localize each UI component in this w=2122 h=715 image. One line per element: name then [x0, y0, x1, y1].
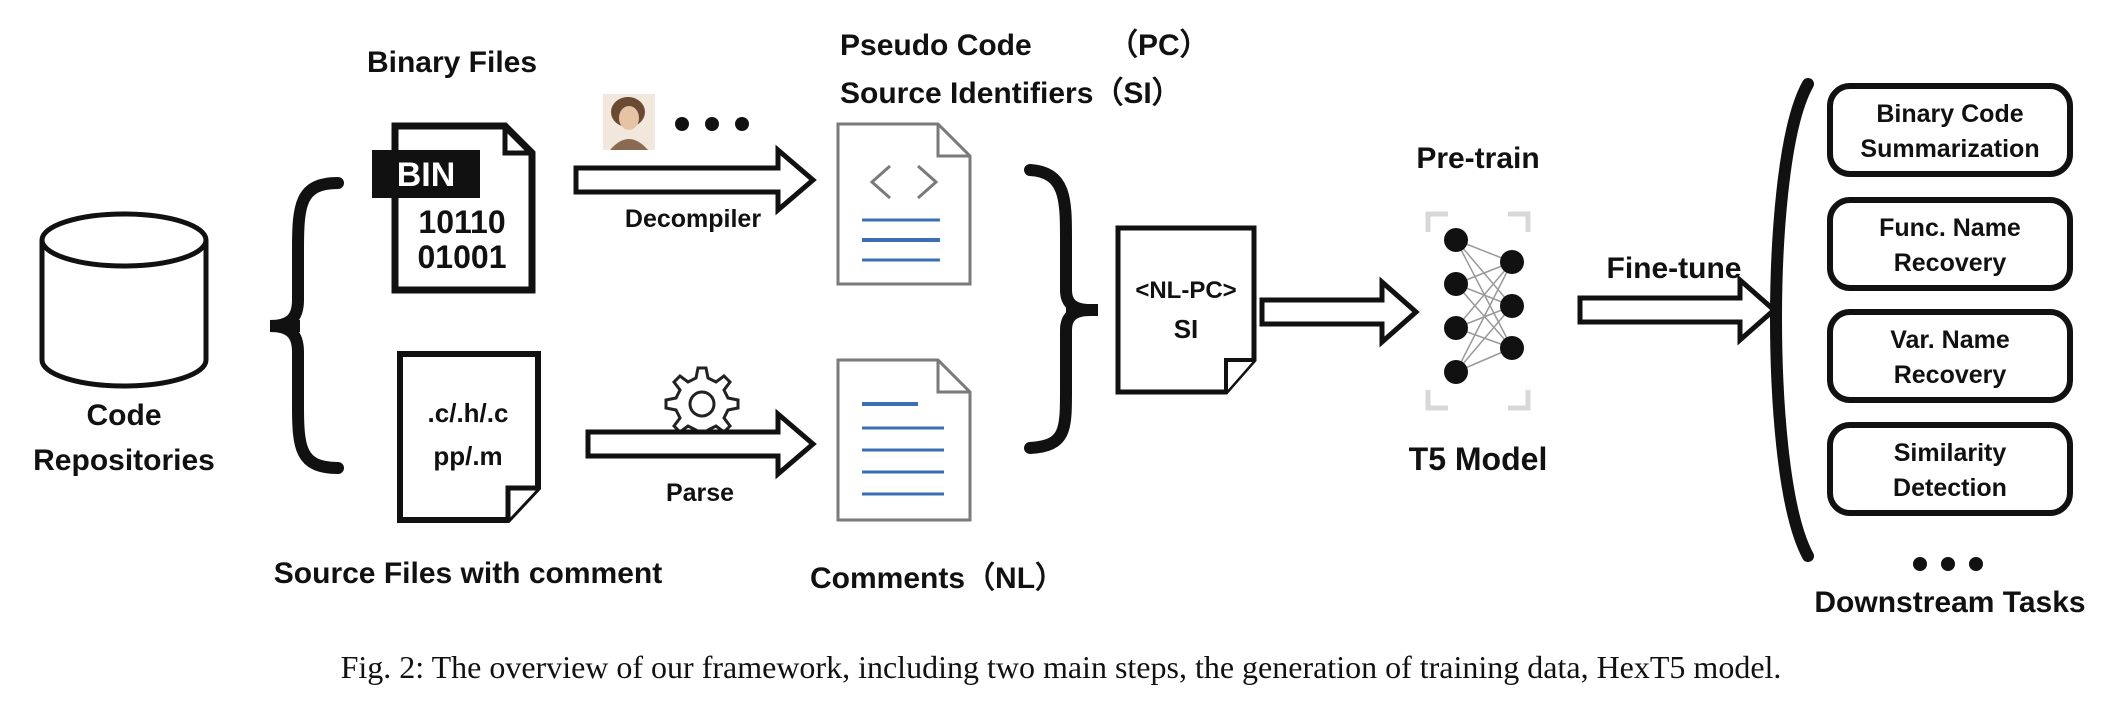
- portrait-icon: [603, 94, 655, 150]
- source-ext-line1: .c/.h/.c: [428, 398, 509, 428]
- task-3-line1: Var. Name: [1890, 326, 2010, 354]
- task-3-line2: Recovery: [1894, 361, 2007, 389]
- task-1-line2: Summarization: [1860, 135, 2039, 163]
- pseudo-code-label: Pseudo Code: [840, 29, 1032, 62]
- binary-files-label: Binary Files: [367, 46, 537, 79]
- parse-label: Parse: [666, 479, 734, 507]
- task-2-line2: Recovery: [1894, 249, 2007, 277]
- downstream-tasks-label: Downstream Tasks: [1814, 586, 2085, 619]
- pc-tag-label: （PC）: [1108, 28, 1210, 62]
- decompiler-label: Decompiler: [625, 205, 761, 233]
- task-1-line1: Binary Code: [1876, 100, 2023, 128]
- nl-pc-line2: SI: [1174, 314, 1199, 344]
- bin-bits-line2: 01001: [418, 239, 507, 275]
- parse-arrow: [585, 408, 817, 480]
- binary-file-icon: [372, 122, 536, 294]
- finetune-arrow: [1577, 274, 1778, 346]
- decompiler-arrow: [573, 144, 817, 216]
- neural-network-icon: [1425, 211, 1531, 411]
- ellipsis-icon: [675, 117, 749, 131]
- database-icon: [39, 211, 209, 389]
- pseudo-code-document-icon: [836, 122, 972, 286]
- task-box-1: Binary Code Summarization: [1827, 83, 2073, 177]
- code-repositories-label-line1: Code: [87, 399, 162, 432]
- t5-model-label: T5 Model: [1409, 441, 1548, 477]
- pretrain-label: Pre-train: [1416, 142, 1539, 175]
- source-files-label: Source Files with comment: [274, 557, 662, 590]
- tasks-bracket: [1769, 78, 1814, 562]
- source-identifiers-label: Source Identifiers（SI）: [840, 76, 1182, 110]
- nl-pc-si-document-icon: [1115, 225, 1257, 395]
- finetune-label: Fine-tune: [1607, 252, 1742, 285]
- task-2-line1: Func. Name: [1879, 214, 2021, 242]
- comments-document-icon: [836, 358, 972, 522]
- gear-icon: [664, 366, 740, 442]
- task-4-line2: Detection: [1893, 474, 2007, 502]
- comments-label: Comments（NL）: [810, 561, 1065, 595]
- figure-caption: Fig. 2: The overview of our framework, i…: [341, 649, 1782, 685]
- source-file-icon: [397, 351, 541, 523]
- bin-bits-line1: 10110: [418, 204, 505, 240]
- task-box-3: Var. Name Recovery: [1827, 309, 2073, 403]
- task-4-line1: Similarity: [1894, 439, 2007, 467]
- tasks-ellipsis-icon: [1913, 557, 1983, 571]
- bin-tag: BIN: [397, 156, 456, 194]
- nl-pc-line1: <NL-PC>: [1135, 277, 1236, 304]
- task-box-4: Similarity Detection: [1827, 422, 2073, 516]
- source-ext-line2: pp/.m: [433, 441, 502, 471]
- code-repositories-label-line2: Repositories: [33, 444, 215, 477]
- pretrain-arrow: [1259, 276, 1420, 348]
- task-box-2: Func. Name Recovery: [1827, 197, 2073, 291]
